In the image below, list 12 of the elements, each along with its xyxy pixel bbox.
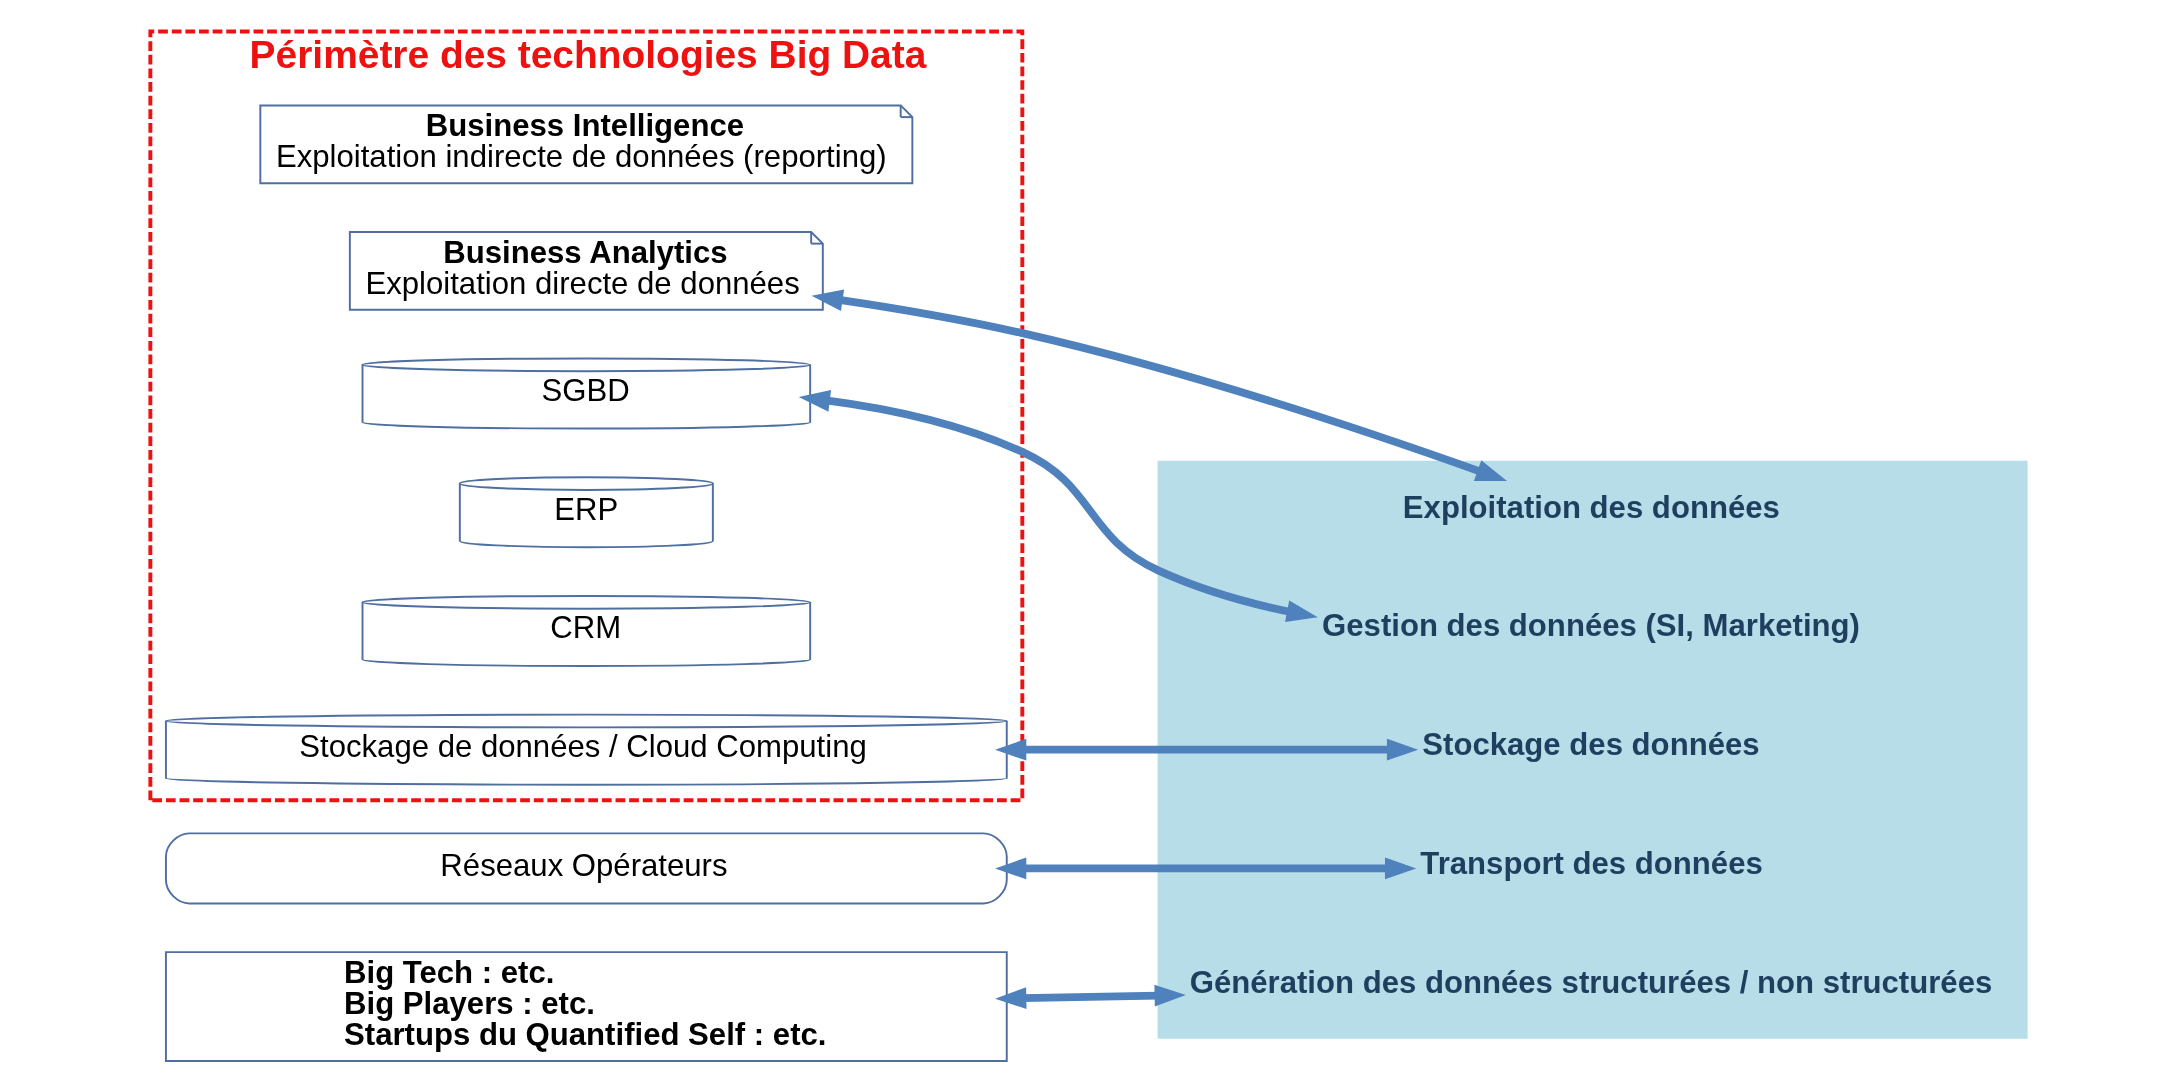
node-text: Gestion des données (SI, Marketing) [1321, 608, 1860, 644]
node-box: Réseaux Opérateurs [164, 832, 1008, 905]
arrow [994, 857, 1416, 880]
node-text: Stockage des données [1421, 727, 1760, 763]
arrow [798, 390, 1318, 623]
node-text: Exploitation des données [1402, 489, 1780, 525]
arrow [994, 738, 1418, 761]
node-box: Big Tech : etc. Big Players : etc. Startups du Quantified Self : etc. [164, 951, 1008, 1063]
node-text: Transport des données [1419, 845, 1763, 881]
node-text: Génération des données structurées / non structurées [1189, 964, 1992, 1000]
arrow [994, 984, 1186, 1010]
arrow [811, 289, 1507, 482]
